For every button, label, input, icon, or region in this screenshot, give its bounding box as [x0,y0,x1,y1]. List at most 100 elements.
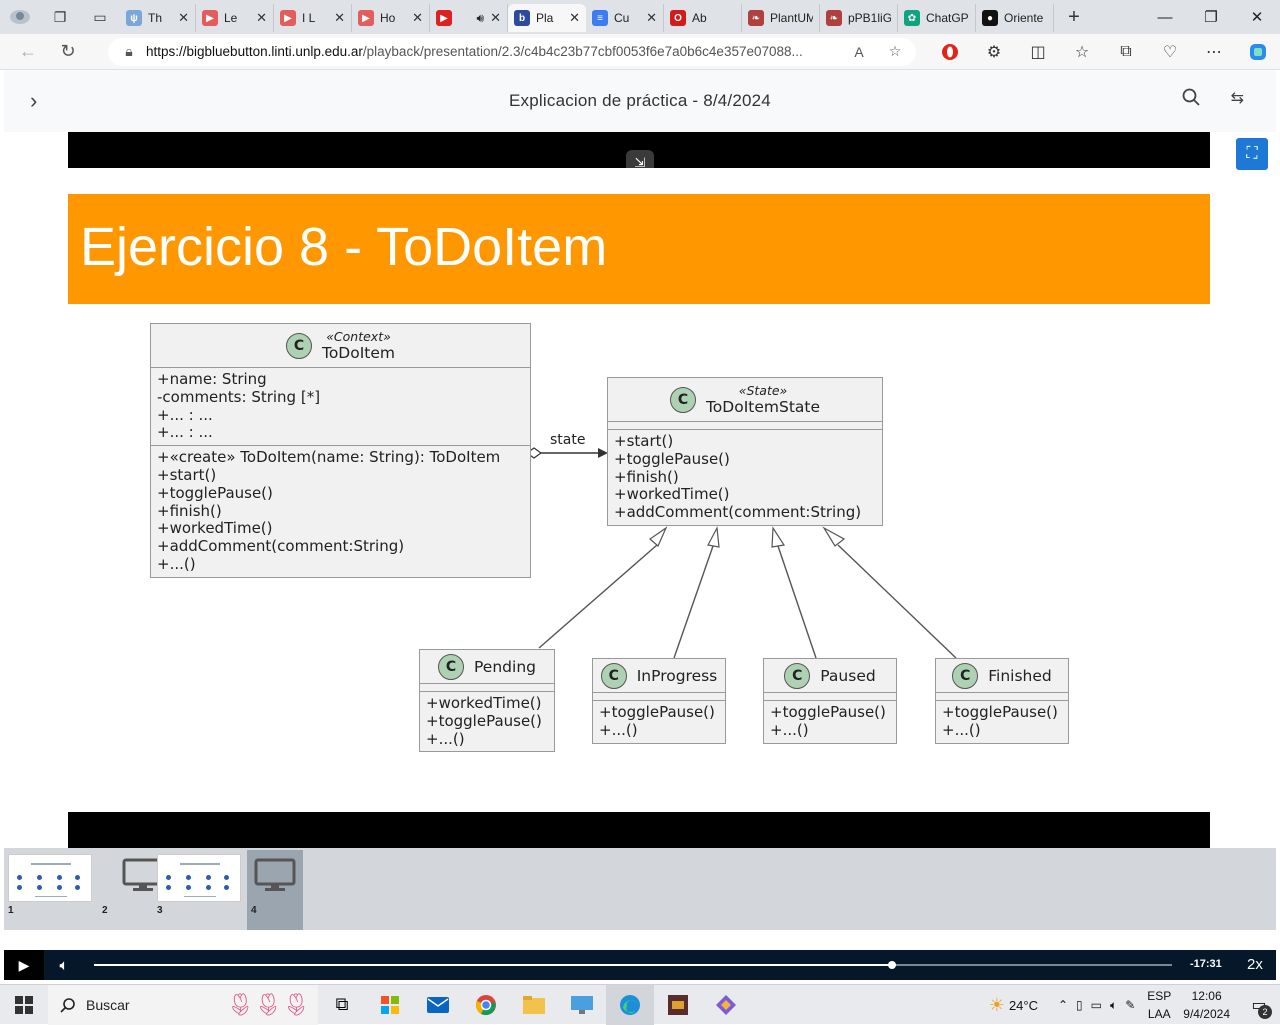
favorites-icon[interactable]: ☆ [1074,43,1090,61]
weather-temp[interactable]: 24°C [1008,997,1038,1013]
read-aloud-icon[interactable]: A [854,43,864,60]
close-tab-icon[interactable]: ✕ [412,10,423,25]
monitor-icon [254,858,296,891]
tab-audio-icon[interactable]: 🔊︎ [476,10,485,25]
browser-essentials-icon[interactable]: ♡ [1162,43,1178,61]
seek-handle[interactable] [887,961,896,969]
mail-icon[interactable] [414,985,462,1025]
lock-icon[interactable]: 🔒︎ [125,43,133,59]
weather-icon[interactable]: ☀ [988,994,1005,1015]
profile-icon[interactable] [0,0,40,34]
class-attributes [608,422,882,430]
thumbnail-3[interactable]: 3 [153,850,243,930]
play-button[interactable]: ▶ [4,950,44,980]
collections-icon[interactable]: ⧉ [1120,42,1132,60]
minimize-button[interactable]: — [1157,8,1173,26]
windows-start-icon[interactable] [0,985,48,1025]
class-icon: C [784,662,811,689]
chevron-right-icon[interactable]: › [30,88,38,113]
clock-date: 9/4/2024 [1183,1007,1230,1021]
clock[interactable]: 12:06 9/4/2024 [1183,987,1230,1023]
swap-layout-icon[interactable]: ⇆ [1230,90,1244,107]
playback-page: › Explicacion de práctica - 8/4/2024 ⇆ ⇲… [4,70,1276,980]
close-tab-icon[interactable]: ✕ [256,10,267,25]
class-attributes [420,684,554,692]
notification-count: 2 [1258,1005,1272,1019]
notifications-icon[interactable]: ▭ 2 [1244,985,1274,1025]
operation: +togglePause() [157,483,273,502]
operation: +addComment(comment:String) [157,537,405,556]
extensions-icon[interactable]: ⚙ [986,43,1002,61]
fullscreen-icon[interactable]: ⛶ [1236,138,1268,170]
split-screen-icon[interactable]: ◫ [1030,43,1046,61]
video-bar-bottom [68,812,1210,848]
attribute: -comments: String [*] [157,387,321,406]
pen-icon[interactable]: ✎ [1125,998,1136,1012]
battery-icon[interactable]: ▯ [1076,998,1083,1012]
chrome-icon[interactable] [462,985,510,1025]
browser-tab[interactable]: ✿ChatGPT [898,4,976,32]
close-tab-icon[interactable]: ✕ [178,10,189,25]
tab-title: pPB1liG [848,11,891,25]
taskbar-search[interactable]: Buscar 🌷︎🌷︎🌷︎ [48,984,318,1025]
thumbnail-4[interactable]: 4 [247,850,303,930]
opera-extension-icon[interactable] [928,34,972,70]
url-input[interactable]: 🔒︎ https://bigbluebutton.linti.unlp.edu.… [108,37,916,66]
language-code: ESP [1147,989,1172,1003]
volume-icon[interactable]: 🔈︎ [59,956,69,974]
favorite-star-icon[interactable]: ☆ [888,43,902,59]
browser-tab[interactable]: ●Oriente [976,4,1054,32]
thumbnail-1[interactable]: 1 [4,850,94,930]
workspaces-icon[interactable]: ❐ [53,8,67,25]
close-tab-icon[interactable]: ✕ [569,10,580,25]
browser-tab[interactable]: ▶Le✕ [196,4,274,32]
url-path: /playback/presentation/2.3/c4b4c23b77cbf… [362,44,803,59]
new-tab-button[interactable]: + [1068,5,1080,28]
operation: +...() [942,720,981,739]
input-language[interactable]: ESP LAA [1147,987,1171,1023]
browser-tab[interactable]: ▶Ho✕ [352,4,430,32]
playback-speed-button[interactable]: 2x [1247,956,1263,973]
tray-chevron-icon[interactable]: ⌃ [1057,998,1069,1012]
store-icon[interactable] [366,985,414,1025]
close-tab-icon[interactable]: ✕ [490,10,501,25]
browser-tab[interactable]: ≡Cu✕ [586,4,664,32]
copilot-icon[interactable] [1236,34,1280,70]
back-button[interactable]: ← [19,41,37,61]
operation: +addComment(comment:String) [614,503,862,522]
game-app-icon[interactable] [654,985,702,1025]
windows-taskbar: Buscar 🌷︎🌷︎🌷︎ ⧉ ☀ 24°C ⌃ ▯ ▭ 🔈︎ ✎ ESP LA… [0,984,1280,1025]
edge-icon[interactable] [606,984,654,1025]
browser-tab[interactable]: ❧pPB1liG [820,4,898,32]
close-tab-icon[interactable]: ✕ [334,10,345,25]
tab-favicon-icon: O [670,10,686,26]
class-attributes [936,693,1068,701]
presentation-stage: ⇲ ⛶ Ejercicio 8 - ToDoItem [4,132,1276,848]
network-icon[interactable]: ▭ [1090,998,1102,1012]
file-explorer-icon[interactable] [510,985,558,1025]
more-menu-icon[interactable]: ⋯ [1206,43,1222,61]
browser-tab[interactable]: ▶I L✕ [274,4,352,32]
operation: +...() [426,729,465,748]
browser-tab[interactable]: ▶🔊︎✕ [430,4,508,32]
reload-button[interactable]: ↻ [60,41,76,61]
speaker-icon[interactable]: 🔈︎ [1110,997,1118,1012]
task-view-icon[interactable]: ⧉ [335,994,349,1014]
close-tab-icon[interactable]: ✕ [646,10,657,25]
uml-class-header: C Paused [764,659,896,693]
uml-class-paused: C Paused +togglePause() +...() [763,658,897,744]
restore-window-button[interactable]: ❐ [1204,9,1218,26]
association-label: state [550,432,586,448]
thumbnail-number: 2 [102,905,108,916]
search-icon[interactable] [1182,88,1200,111]
git-app-icon[interactable] [702,985,750,1025]
seek-bar[interactable] [94,961,1172,969]
media-player-bar: ▶ 🔈︎ -17:31 2x [4,950,1276,980]
tab-actions-icon[interactable]: ▭ [93,8,107,25]
remote-desktop-icon[interactable] [558,985,606,1025]
close-window-button[interactable]: ✕ [1250,9,1264,26]
browser-tab[interactable]: ❧PlantUM [742,4,820,32]
